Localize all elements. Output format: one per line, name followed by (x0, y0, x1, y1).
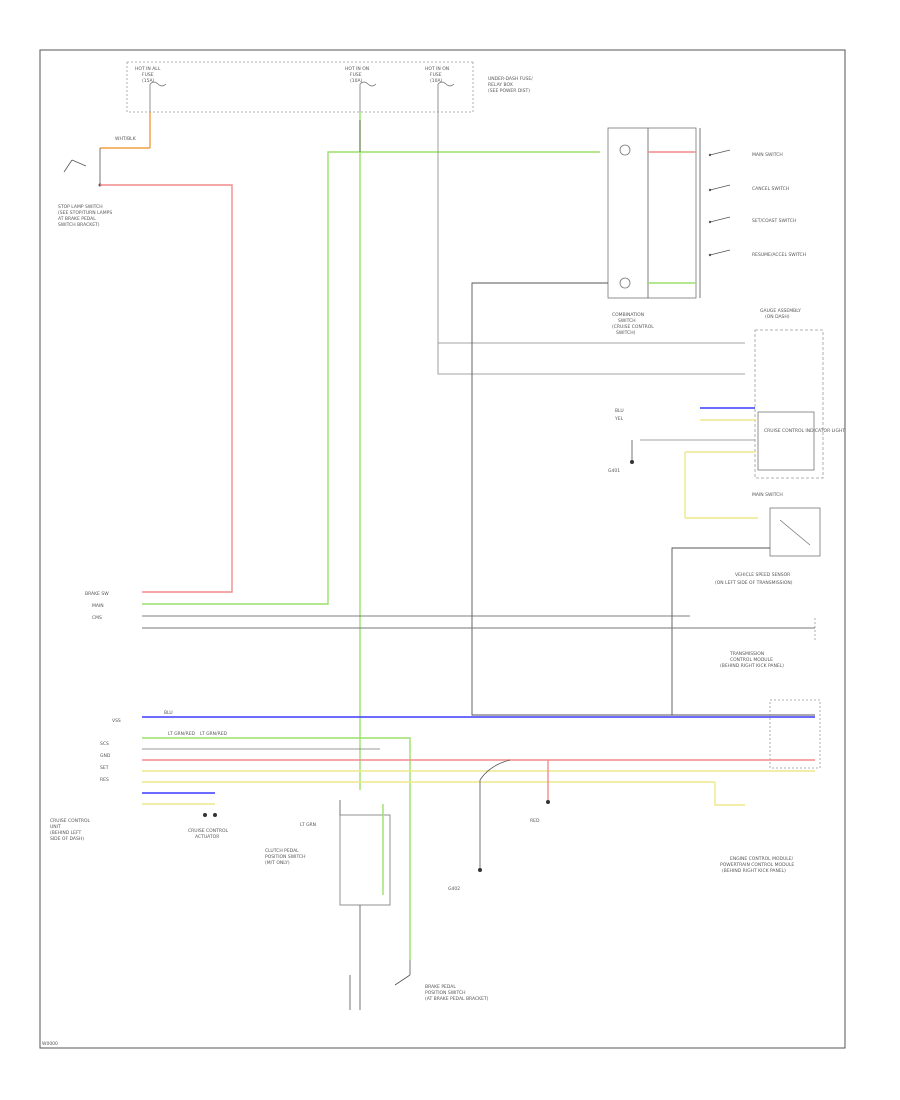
svg-text:POSITION SWITCH: POSITION SWITCH (265, 854, 306, 860)
svg-text:(AT BRAKE PEDAL BRACKET): (AT BRAKE PEDAL BRACKET) (425, 996, 489, 1002)
svg-text:SWITCH BRACKET): SWITCH BRACKET) (58, 222, 100, 228)
diagram-border (39, 49, 846, 1049)
stop-switch-label: STOP LAMP SWITCH (58, 204, 103, 210)
svg-text:YEL: YEL (614, 416, 624, 422)
svg-text:(ON DASH): (ON DASH) (765, 314, 790, 320)
wire-green-clutch (142, 737, 411, 960)
clutch-switch-label: CLUTCH PEDAL (265, 848, 299, 854)
fuse-box-note: UNDER-DASH FUSE/ (488, 76, 533, 82)
svg-text:LT GRN/RED: LT GRN/RED (168, 731, 196, 737)
ground-label-2: G402 (448, 886, 460, 892)
svg-text:(BEHIND RIGHT KICK PANEL): (BEHIND RIGHT KICK PANEL) (722, 868, 786, 874)
brake-switch-label: BRAKE PEDAL (425, 984, 456, 990)
vehicle-speed-sensor: MAIN SWITCH VEHICLE SPEED SENSOR (ON LEF… (715, 492, 821, 586)
fuse-box: HOT IN ALL FUSE (15A) HOT IN ON FUSE (10… (126, 61, 533, 113)
cruise-unit-label: CRUISE CONTROL (50, 818, 90, 824)
svg-text:CRUISE CONTROL INDICATOR LIGHT: CRUISE CONTROL INDICATOR LIGHT (764, 428, 845, 434)
switch-contacts (708, 149, 731, 257)
pin-label-cms: CMS (92, 615, 102, 621)
svg-text:SIDE OF DASH): SIDE OF DASH) (50, 836, 84, 842)
wire-black-combo (471, 282, 815, 716)
tcm-label: TRANSMISSION (729, 651, 764, 657)
svg-text:BLU: BLU (615, 408, 624, 414)
svg-text:FUSE: FUSE (142, 72, 154, 78)
diagram-code: W0000 (42, 1041, 58, 1047)
stop-lamp-switch: WHT/BLK STOP LAMP SWITCH (SEE STOP/TURN … (58, 112, 151, 228)
ground-symbol-center: G402 RED (448, 759, 550, 892)
cruise-control-unit: BRAKE SW MAIN CMS VSS SCS GND SET RES CR… (50, 591, 121, 842)
svg-text:UNIT: UNIT (50, 824, 61, 830)
pin-label-main: MAIN (92, 603, 104, 609)
svg-text:POWERTRAIN CONTROL MODULE: POWERTRAIN CONTROL MODULE (720, 862, 794, 868)
wire-pink-brake (100, 184, 233, 593)
pin-label-vss: VSS (112, 718, 121, 724)
pin-label-set: SET (100, 765, 109, 771)
svg-text:ACTUATOR: ACTUATOR (195, 834, 219, 840)
svg-text:(BEHIND LEFT: (BEHIND LEFT (50, 830, 82, 836)
svg-text:LT GRN: LT GRN (300, 822, 316, 828)
wire-green-main (142, 151, 600, 605)
pin-label-gnd: GND (100, 753, 111, 759)
vss-label: VEHICLE SPEED SENSOR (735, 572, 790, 578)
combination-switch: COMBINATION SWITCH (CRUISE CONTROL SWITC… (607, 127, 806, 336)
cancel-switch-label: CANCEL SWITCH (752, 186, 789, 192)
engine-control-module: ENGINE CONTROL MODULE/ POWERTRAIN CONTRO… (720, 699, 821, 874)
svg-text:MAIN SWITCH: MAIN SWITCH (752, 492, 783, 498)
svg-text:FUSE: FUSE (430, 72, 442, 78)
svg-text:(SEE POWER DIST): (SEE POWER DIST) (488, 88, 530, 94)
svg-text:(10A): (10A) (430, 78, 443, 84)
pin-label-scs: SCS (100, 741, 109, 747)
brake-pedal-switch: BRAKE PEDAL POSITION SWITCH (AT BRAKE PE… (349, 905, 489, 1010)
ground-symbol-left: CRUISE CONTROL ACTUATOR (188, 813, 228, 840)
svg-text:(10A): (10A) (350, 78, 363, 84)
gauge-label: GAUGE ASSEMBLY (760, 308, 801, 314)
ecm-label: ENGINE CONTROL MODULE/ (730, 856, 794, 862)
svg-text:SWITCH: SWITCH (618, 318, 636, 324)
svg-text:(CRUISE CONTROL: (CRUISE CONTROL (612, 324, 654, 330)
svg-text:AT BRAKE PEDAL: AT BRAKE PEDAL (58, 216, 96, 222)
svg-text:(M/T ONLY): (M/T ONLY) (265, 860, 290, 866)
pin-label-brake: BRAKE SW (85, 591, 109, 597)
transmission-control-module: TRANSMISSION CONTROL MODULE (BEHIND RIGH… (720, 618, 816, 669)
fuse-left-label: HOT IN ALL (135, 66, 161, 72)
svg-text:CONTROL MODULE: CONTROL MODULE (730, 657, 773, 663)
pin-label-res: RES (100, 777, 109, 783)
main-switch-label: MAIN SWITCH (752, 152, 783, 158)
svg-text:BLU: BLU (164, 710, 173, 716)
svg-text:(ON LEFT SIDE OF TRANSMISSION): (ON LEFT SIDE OF TRANSMISSION) (715, 580, 793, 586)
fuse-right-label: HOT IN ON (425, 66, 449, 72)
svg-text:FUSE: FUSE (350, 72, 362, 78)
ground-label-1: G401 (608, 468, 620, 474)
svg-text:(BEHIND RIGHT KICK PANEL): (BEHIND RIGHT KICK PANEL) (720, 663, 784, 669)
svg-text:(SEE STOP/TURN LAMPS: (SEE STOP/TURN LAMPS (58, 210, 112, 216)
wire-black-vss (671, 547, 770, 715)
svg-text:LT GRN/RED: LT GRN/RED (200, 731, 228, 737)
svg-text:CRUISE CONTROL: CRUISE CONTROL (188, 828, 228, 834)
svg-text:(15A): (15A) (142, 78, 155, 84)
cruise-actuator: CLUTCH PEDAL POSITION SWITCH (M/T ONLY) … (265, 800, 391, 906)
svg-text:WHT/BLK: WHT/BLK (115, 136, 137, 142)
gauge-assembly: GAUGE ASSEMBLY (ON DASH) CRUISE CONTROL … (754, 308, 845, 479)
svg-text:RELAY BOX: RELAY BOX (488, 82, 513, 88)
svg-text:RED: RED (530, 818, 540, 824)
svg-text:POSITION SWITCH: POSITION SWITCH (425, 990, 466, 996)
svg-text:SWITCH): SWITCH) (616, 330, 636, 336)
fuse-mid-label: HOT IN ON (345, 66, 369, 72)
resume-switch-label: RESUME/ACCEL SWITCH (752, 252, 806, 258)
wire-gray-right (437, 112, 745, 375)
combo-switch-label: COMBINATION (612, 312, 644, 318)
set-switch-label: SET/COAST SWITCH (752, 218, 796, 224)
